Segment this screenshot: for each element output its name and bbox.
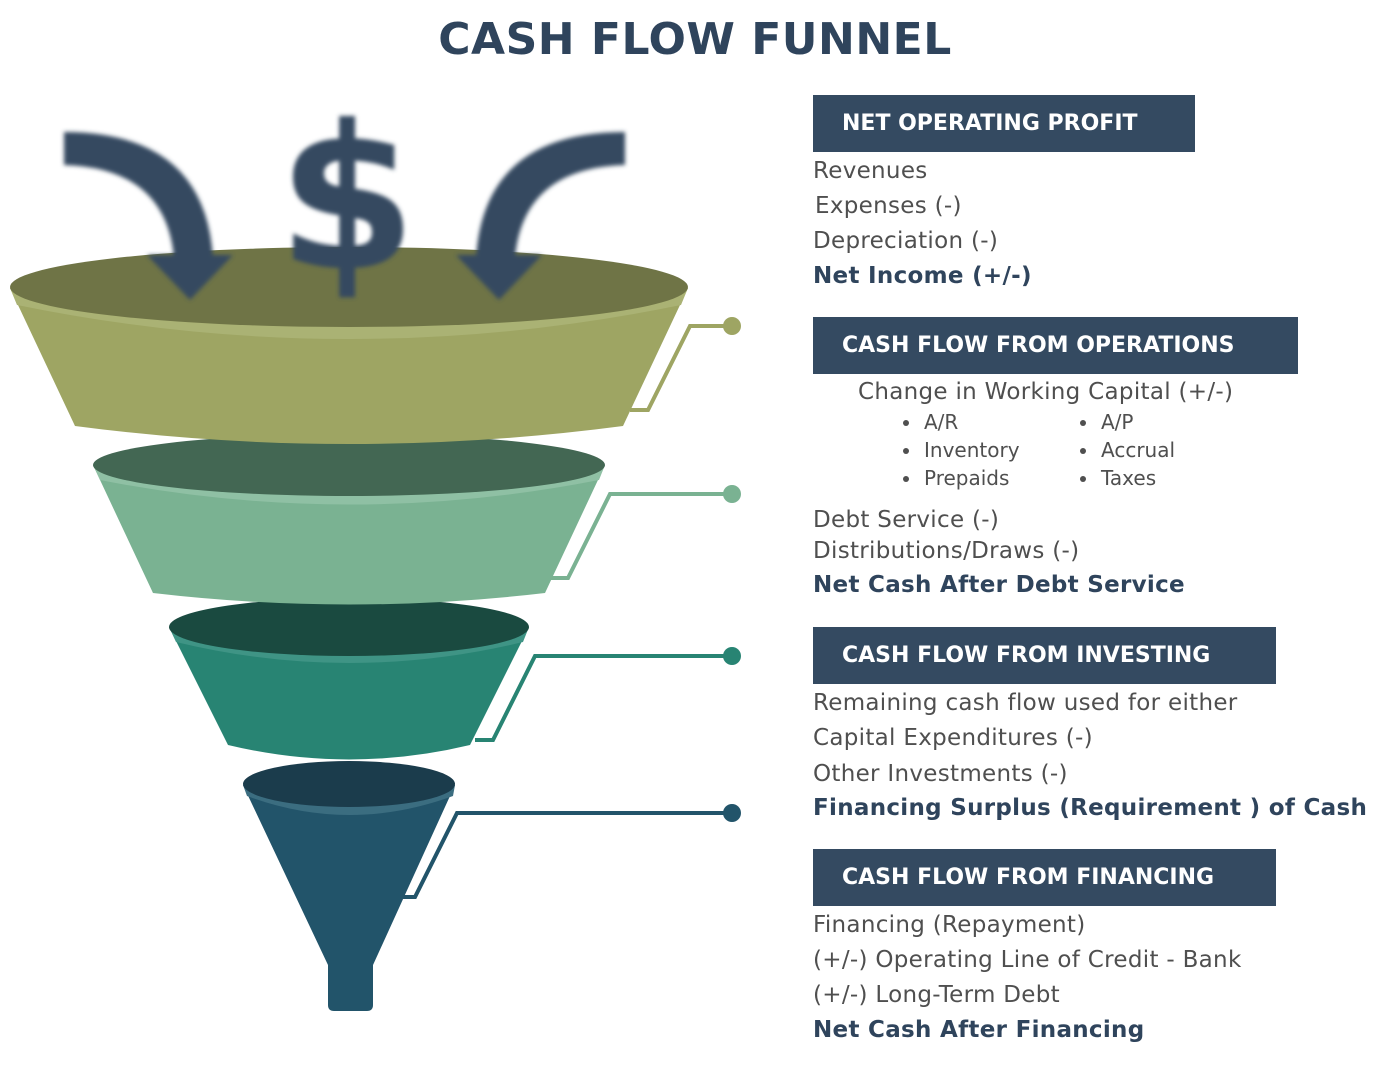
funnel-stage-operations — [93, 434, 605, 605]
list-item: Taxes — [1099, 464, 1175, 492]
connector-investing — [475, 656, 732, 740]
funnel-stage-investing — [169, 598, 529, 760]
connector-dot-profit — [723, 317, 741, 335]
line-financing-repayment: Financing (Repayment) — [813, 912, 1086, 938]
working-capital-list-left: A/R Inventory Prepaids — [900, 408, 1020, 492]
total-net-cash-after-debt: Net Cash After Debt Service — [813, 572, 1185, 598]
line-long-term-debt: (+/-) Long-Term Debt — [813, 982, 1060, 1008]
connector-dot-operations — [723, 485, 741, 503]
line-revenues: Revenues — [813, 158, 928, 184]
list-item: Prepaids — [922, 464, 1020, 492]
line-operating-line-credit: (+/-) Operating Line of Credit - Bank — [813, 947, 1242, 973]
funnel-graphic: $ — [0, 0, 780, 1070]
header-net-operating-profit: NET OPERATING PROFIT — [813, 95, 1195, 152]
connector-dot-financing — [723, 804, 741, 822]
dollar-icon: $ — [277, 83, 416, 316]
line-depreciation: Depreciation (-) — [813, 228, 998, 254]
line-other-investments: Other Investments (-) — [813, 761, 1068, 787]
total-net-income: Net Income (+/-) — [813, 263, 1032, 289]
line-remaining-cash: Remaining cash flow used for either — [813, 690, 1238, 716]
line-distributions: Distributions/Draws (-) — [813, 538, 1079, 564]
list-item: A/P — [1099, 408, 1175, 436]
svg-text:$: $ — [277, 83, 416, 316]
connector-dot-investing — [723, 647, 741, 665]
connector-financing — [397, 813, 732, 897]
header-cash-flow-operations: CASH FLOW FROM OPERATIONS — [813, 317, 1298, 374]
list-item: A/R — [922, 408, 1020, 436]
list-item: Accrual — [1099, 436, 1175, 464]
list-item: Inventory — [922, 436, 1020, 464]
working-capital-list-right: A/P Accrual Taxes — [1077, 408, 1175, 492]
total-net-cash-after-financing: Net Cash After Financing — [813, 1017, 1145, 1043]
funnel-stage-financing — [243, 761, 455, 1011]
line-expenses: Expenses (-) — [815, 193, 962, 219]
line-capex: Capital Expenditures (-) — [813, 725, 1093, 751]
header-cash-flow-financing: CASH FLOW FROM FINANCING — [813, 849, 1276, 906]
total-financing-surplus: Financing Surplus (Requirement ) of Cash — [813, 795, 1367, 821]
line-working-capital: Change in Working Capital (+/-) — [858, 379, 1233, 405]
header-cash-flow-investing: CASH FLOW FROM INVESTING — [813, 627, 1276, 684]
line-debt-service: Debt Service (-) — [813, 507, 999, 533]
